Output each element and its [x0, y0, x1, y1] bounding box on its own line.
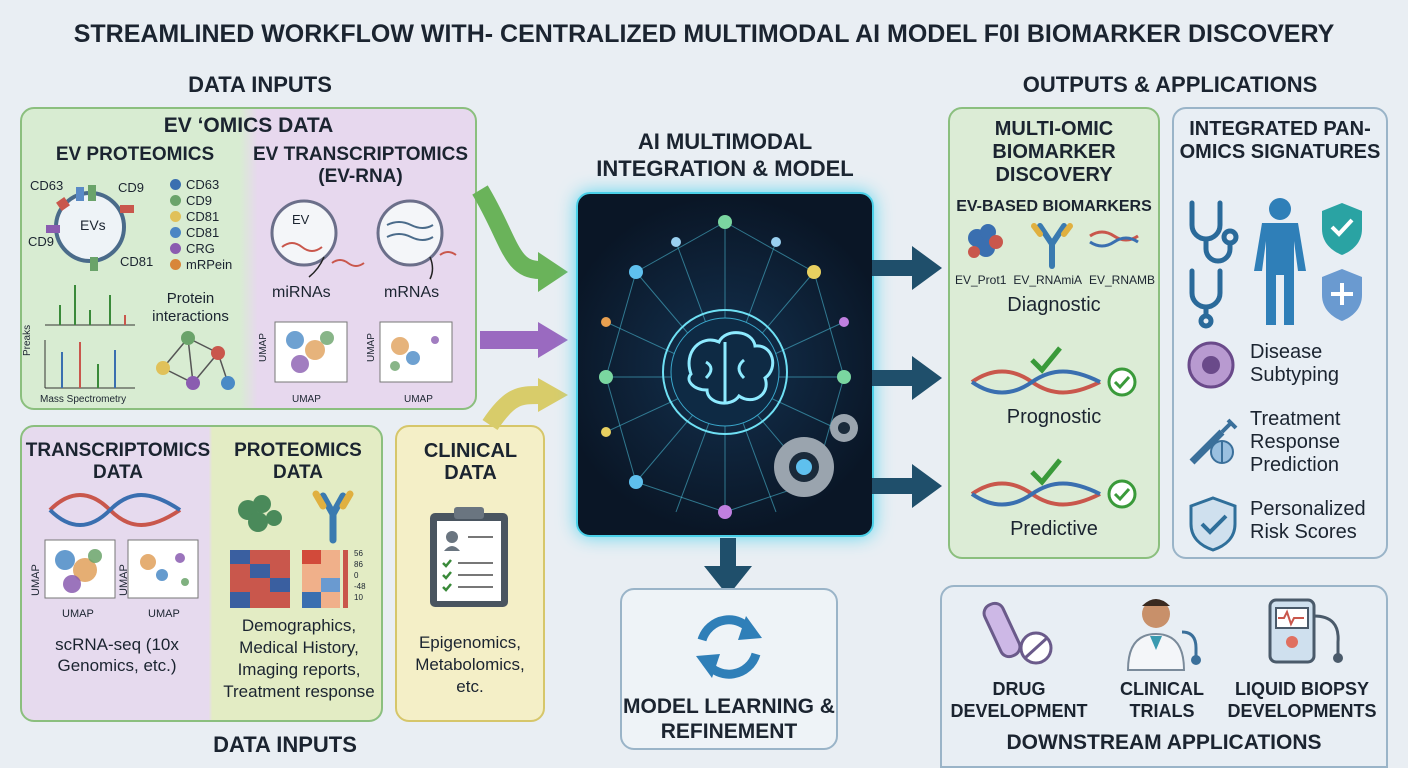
drug-development-label: DRUG DEVELOPMENT	[950, 679, 1088, 721]
check-icon	[1030, 346, 1062, 374]
disease-subtyping-label: Disease Subtyping	[1250, 341, 1339, 386]
proteomics-desc: Demographics, Medical History, Imaging r…	[223, 616, 375, 701]
human-body-icon	[1254, 198, 1306, 325]
legend-dot-icon	[170, 178, 181, 190]
scrna-umap-plots	[44, 539, 199, 599]
marker-cd9-top: CD9	[118, 180, 145, 195]
mass-spectrometry-chart	[44, 285, 135, 389]
transcriptomics-title: TRANSCRIPTOMICS DATA	[25, 440, 211, 483]
clinical-desc: Epigenomics, Metabolomics, etc.	[415, 633, 525, 696]
umap-x-label-2: UMAP	[404, 394, 433, 405]
ev-label: EV	[292, 212, 310, 227]
umap-x-label-1: UMAP	[292, 394, 321, 405]
heatmap-illustration	[230, 550, 348, 608]
model-learning-panel	[620, 588, 838, 750]
shield-check-icon	[1322, 203, 1362, 255]
liquid-biopsy-device-icon	[1268, 598, 1343, 664]
ev-transcriptomics-title: EV TRANSCRIPTOMICS (EV-RNA)	[252, 144, 468, 187]
proteomics-title: PROTEOMICS DATA	[234, 440, 362, 483]
prognostic-dna-icon	[970, 346, 1137, 397]
ai-model-title: AI MULTIMODAL INTEGRATION & MODEL	[596, 129, 854, 181]
predictive-dna-icon	[970, 458, 1137, 509]
marker-cd81: CD81	[120, 254, 154, 269]
scrna-umap-x-label-1: UMAP	[62, 608, 94, 620]
clinical-title: CLINICAL DATA	[423, 440, 518, 484]
prognostic-label: Prognostic	[1006, 406, 1102, 428]
drug-vial-icon	[982, 601, 1053, 665]
refresh-cycle-icon	[696, 615, 762, 679]
umap-y-label-1: UMAP	[258, 333, 269, 362]
legend-dot-icon	[170, 258, 181, 270]
mrnas-label: mRNAs	[384, 284, 440, 301]
ev-biomarker-icons	[968, 223, 1139, 269]
risk-scores-label: Personalized Risk Scores	[1250, 498, 1366, 543]
treatment-response-label: Treatment Response Prediction	[1250, 408, 1341, 476]
model-learning-title: MODEL LEARNING & REFINEMENT	[623, 695, 835, 743]
legend-dot-icon	[170, 242, 181, 254]
predictive-label: Predictive	[1010, 518, 1098, 540]
protein-interactions-label: Protein interactions	[152, 290, 229, 325]
scrna-umap-y-label-2: UMAP	[118, 564, 130, 596]
input-arrows	[472, 185, 568, 431]
stethoscope-icon	[1189, 200, 1239, 329]
marker-cd63: CD63	[30, 178, 64, 193]
check-icon	[1030, 458, 1062, 486]
umap-y-label-2: UMAP	[366, 333, 377, 362]
marker-legend: CD63 CD9 CD81 CD81 CRG mRPein	[170, 176, 245, 272]
shield-plus-icon	[1322, 269, 1362, 321]
peaks-axis-label: Preaks	[22, 324, 33, 356]
protein-antibody-icon	[238, 490, 354, 544]
legend-dot-icon	[170, 194, 181, 206]
gear-icon	[774, 414, 858, 497]
brain-icon	[687, 331, 775, 405]
output-arrows	[872, 246, 942, 508]
heatmap-scale: 56 86 0 -48 10	[354, 549, 366, 602]
shield-check-icon	[1189, 496, 1237, 552]
data-inputs-bottom-title: DATA INPUTS	[213, 732, 357, 757]
marker-cd9-left: CD9	[28, 234, 55, 249]
ev-biomarkers-title: EV-BASED BIOMARKERS	[956, 198, 1152, 215]
cell-icon	[1187, 341, 1235, 389]
syringe-pill-icon	[1189, 418, 1238, 465]
scrna-umap-y-label-1: UMAP	[30, 564, 42, 596]
mass-spec-label: Mass Spectrometry	[40, 394, 127, 405]
dna-helix-icon	[48, 493, 182, 527]
evs-label: EVs	[80, 217, 106, 233]
clinical-trials-label: CLINICAL TRIALS	[1120, 679, 1204, 721]
legend-dot-icon	[170, 210, 181, 222]
panomics-icons	[1189, 198, 1362, 329]
clipboard-icon	[430, 507, 508, 607]
ev-omics-title: EV ‘OMICS DATA	[163, 114, 334, 137]
ev-vesicle-illustration	[46, 185, 134, 271]
data-inputs-title: DATA INPUTS	[188, 72, 332, 97]
protein-network-illustration	[156, 331, 235, 390]
neural-network-diagram	[599, 215, 858, 519]
ev-umap-plots	[274, 321, 453, 383]
doctor-icon	[1126, 599, 1201, 671]
liquid-biopsy-label: LIQUID BIOPSY DEVELOPMENTS	[1227, 679, 1377, 721]
ev-rna-illustration	[270, 199, 457, 280]
diagnostic-label: Diagnostic	[1007, 294, 1101, 316]
page-title: STREAMLINED WORKFLOW WITH- CENTRALIZED M…	[73, 20, 1335, 48]
ev-biomarker-labels: EV_Prot1 EV_RNAmiA EV_RNAMB	[955, 273, 1155, 287]
ev-proteomics-title: EV PROTEOMICS	[55, 144, 215, 165]
scrna-umap-x-label-2: UMAP	[148, 608, 180, 620]
outputs-title: OUTPUTS & APPLICATIONS	[1022, 72, 1318, 97]
down-arrow	[704, 538, 752, 596]
downstream-title: DOWNSTREAM APPLICATIONS	[1006, 731, 1322, 754]
panomics-title: INTEGRATED PAN-OMICS SIGNATURES	[1179, 118, 1381, 163]
panomics-panel	[1172, 107, 1388, 559]
legend-dot-icon	[170, 226, 181, 238]
biomarker-title: MULTI-OMIC BIOMARKER DISCOVERY	[992, 118, 1116, 186]
transcriptomics-desc: scRNA-seq (10x Genomics, etc.)	[55, 635, 179, 675]
mirnas-label: miRNAs	[272, 284, 331, 301]
